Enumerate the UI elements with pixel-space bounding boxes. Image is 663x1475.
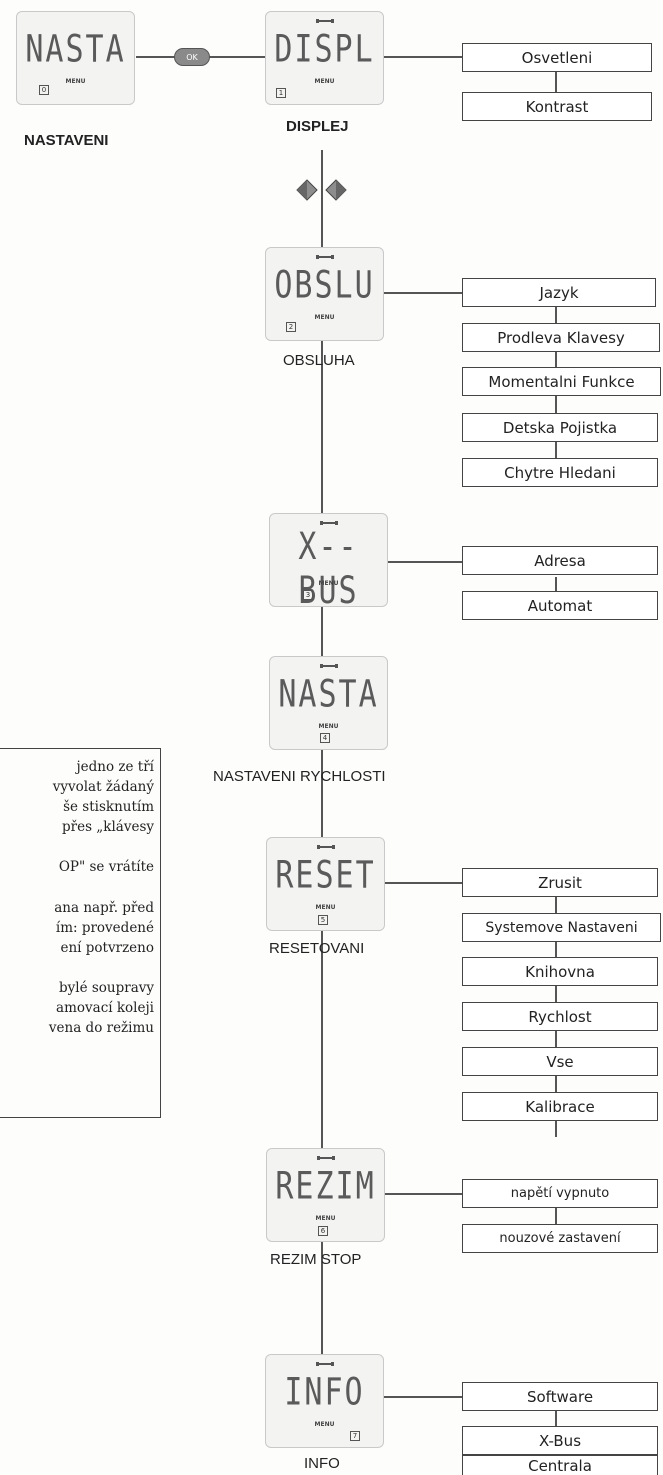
lcd-text: RESET [275, 853, 376, 898]
option-automat[interactable]: Automat [462, 591, 658, 620]
option-kalibrace[interactable]: Kalibrace [462, 1092, 658, 1121]
branch-obsluha-h [384, 292, 462, 294]
ok-button-label: OK [186, 52, 198, 62]
lcd-text: REZIM [275, 1164, 376, 1209]
wrench-icon [315, 255, 334, 259]
menu-indicator: MENU [318, 580, 339, 587]
option-detska-pojistka[interactable]: Detska Pojistka [462, 413, 658, 442]
screen-label-obsluha: OBSLUHA [283, 352, 355, 369]
info-text-box: jedno ze tří vyvolat žádaný še stisknutí… [0, 748, 161, 1118]
info-line: ana např. před [54, 900, 154, 916]
option-zrusit[interactable]: Zrusit [462, 868, 658, 897]
screen-label-rezim-stop: REZIM STOP [270, 1251, 362, 1268]
wrench-icon [316, 845, 335, 849]
menu-indicator: MENU [314, 78, 335, 85]
ok-button[interactable]: OK [174, 48, 210, 66]
option-centrala[interactable]: Centrala [462, 1455, 658, 1475]
screen-label-resetovani: RESETOVANI [269, 940, 365, 957]
info-line: přes „klávesy [61, 819, 154, 835]
info-line: amovací koleji [56, 1000, 154, 1016]
lcd-screen-rezim-stop[interactable]: REZIM MENU 6 [266, 1148, 385, 1242]
option-systemove-nastaveni[interactable]: Systemove Nastaveni [462, 913, 661, 942]
menu-indicator: MENU [314, 1421, 335, 1428]
lcd-screen-displej[interactable]: DISPL MENU 1 [265, 11, 384, 105]
branch-rezim-v [555, 1208, 557, 1230]
option-napeti-vypnuto[interactable]: napětí vypnuto [462, 1179, 658, 1208]
branch-reset-h [385, 882, 462, 884]
lcd-text: OBSLU [274, 263, 375, 308]
option-jazyk[interactable]: Jazyk [462, 278, 656, 307]
branch-rezim-h [385, 1193, 462, 1195]
wrench-icon [315, 1362, 334, 1366]
info-line: vyvolat žádaný [52, 779, 154, 795]
option-osvetleni[interactable]: Osvetleni [462, 43, 652, 72]
option-momentalni-funkce[interactable]: Momentalni Funkce [462, 367, 661, 396]
screen-label-nastaveni-rychlosti: NASTAVENI RYCHLOSTI [213, 768, 386, 785]
menu-indicator: MENU [318, 723, 339, 730]
option-knihovna[interactable]: Knihovna [462, 957, 658, 986]
wrench-icon [319, 664, 338, 668]
lcd-screen-nastaveni[interactable]: NASTA MENU 0 [16, 11, 135, 105]
menu-indicator: MENU [315, 1215, 336, 1222]
lcd-text: INFO [284, 1370, 365, 1415]
wrench-icon [319, 521, 338, 525]
option-kontrast[interactable]: Kontrast [462, 92, 652, 121]
menu-number: 0 [39, 85, 49, 95]
screen-label-displej: DISPLEJ [286, 118, 349, 135]
menu-number: 5 [318, 915, 328, 925]
option-vse[interactable]: Vse [462, 1047, 658, 1076]
arrow-right-icon[interactable] [325, 179, 347, 201]
menu-indicator: MENU [315, 904, 336, 911]
branch-info-h [384, 1396, 462, 1398]
menu-number: 3 [303, 590, 313, 600]
main-vertical-line [321, 150, 323, 1362]
menu-number: 4 [320, 733, 330, 743]
menu-indicator: MENU [314, 314, 335, 321]
menu-number: 7 [350, 1431, 360, 1441]
menu-number: 6 [318, 1226, 328, 1236]
wrench-icon [316, 1156, 335, 1160]
menu-number: 2 [286, 322, 296, 332]
info-line: jedno ze tří [76, 759, 154, 775]
menu-number: 1 [276, 88, 286, 98]
screen-label-nastaveni: NASTAVENI [24, 132, 109, 149]
option-software[interactable]: Software [462, 1382, 658, 1411]
option-adresa[interactable]: Adresa [462, 546, 658, 575]
info-line: ím: provedené [55, 920, 154, 936]
lcd-screen-xbus[interactable]: X--BUS MENU 3 [269, 513, 388, 613]
lcd-screen-obsluha[interactable]: OBSLU MENU 2 [265, 247, 384, 341]
wrench-icon [315, 19, 334, 23]
option-prodleva-klavesy[interactable]: Prodleva Klavesy [462, 323, 660, 352]
lcd-screen-info[interactable]: INFO MENU 7 [265, 1354, 384, 1448]
lcd-text: NASTA [25, 27, 126, 72]
lcd-text: NASTA [278, 672, 379, 717]
info-line: še stisknutím [63, 799, 154, 815]
lcd-text: X--BUS [298, 525, 359, 613]
arrow-left-icon[interactable] [296, 179, 318, 201]
info-line: bylé soupravy [58, 980, 154, 996]
menu-indicator: MENU [65, 78, 86, 85]
option-nouzove-zastaveni[interactable]: nouzové zastavení [462, 1224, 658, 1253]
branch-xbus-v [555, 577, 557, 595]
option-chytre-hledani[interactable]: Chytre Hledani [462, 458, 658, 487]
info-line: OP" se vrátíte [58, 859, 154, 875]
branch-obsluha-v [555, 307, 557, 487]
lcd-text: DISPL [274, 27, 375, 72]
info-line: vena do režimu [48, 1020, 154, 1036]
branch-displej-v [555, 72, 557, 92]
branch-displej-h [384, 56, 462, 58]
option-rychlost[interactable]: Rychlost [462, 1002, 658, 1031]
lcd-screen-nastaveni-rychlosti[interactable]: NASTA MENU 4 [269, 656, 388, 750]
option-x-bus[interactable]: X-Bus [462, 1426, 658, 1455]
screen-label-info: INFO [304, 1455, 340, 1472]
branch-xbus-h [388, 561, 462, 563]
info-line: ení potvrzeno [60, 940, 155, 956]
lcd-screen-resetovani[interactable]: RESET MENU 5 [266, 837, 385, 931]
